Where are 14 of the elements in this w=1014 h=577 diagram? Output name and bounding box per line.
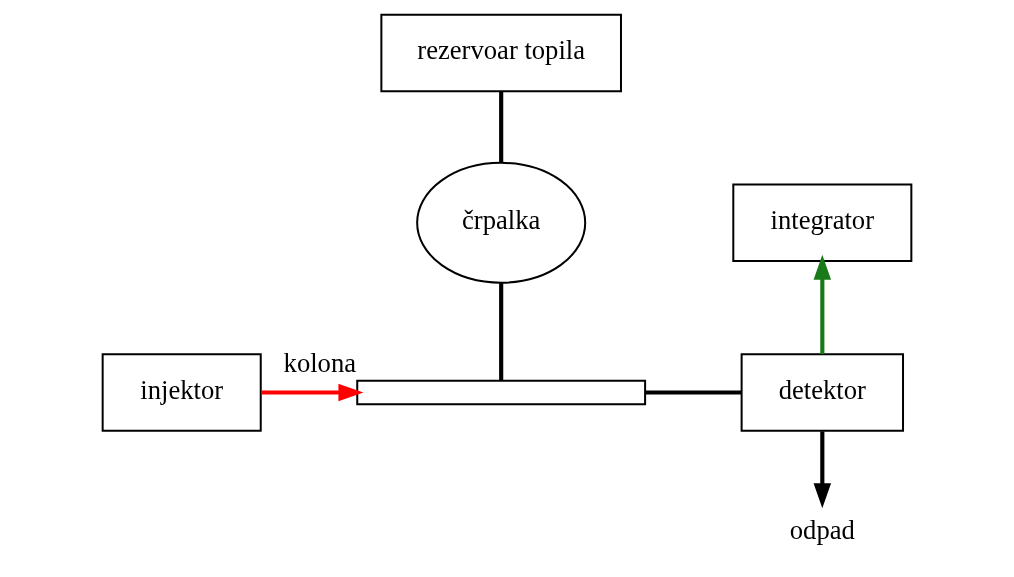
node-box: detektor — [740, 353, 904, 432]
node-box — [356, 379, 647, 406]
node-box: rezervoar topila — [380, 13, 622, 93]
node-box: injektor — [101, 353, 262, 432]
node-label: kolona — [283, 348, 357, 379]
arrow — [261, 383, 364, 402]
connector — [499, 283, 504, 381]
node-box: integrator — [732, 183, 913, 263]
connector — [499, 91, 504, 163]
arrow — [813, 254, 832, 354]
node-ellipse: črpalka — [416, 161, 587, 284]
node-text: odpad — [789, 514, 855, 545]
arrow — [813, 431, 832, 509]
connector — [645, 390, 742, 395]
